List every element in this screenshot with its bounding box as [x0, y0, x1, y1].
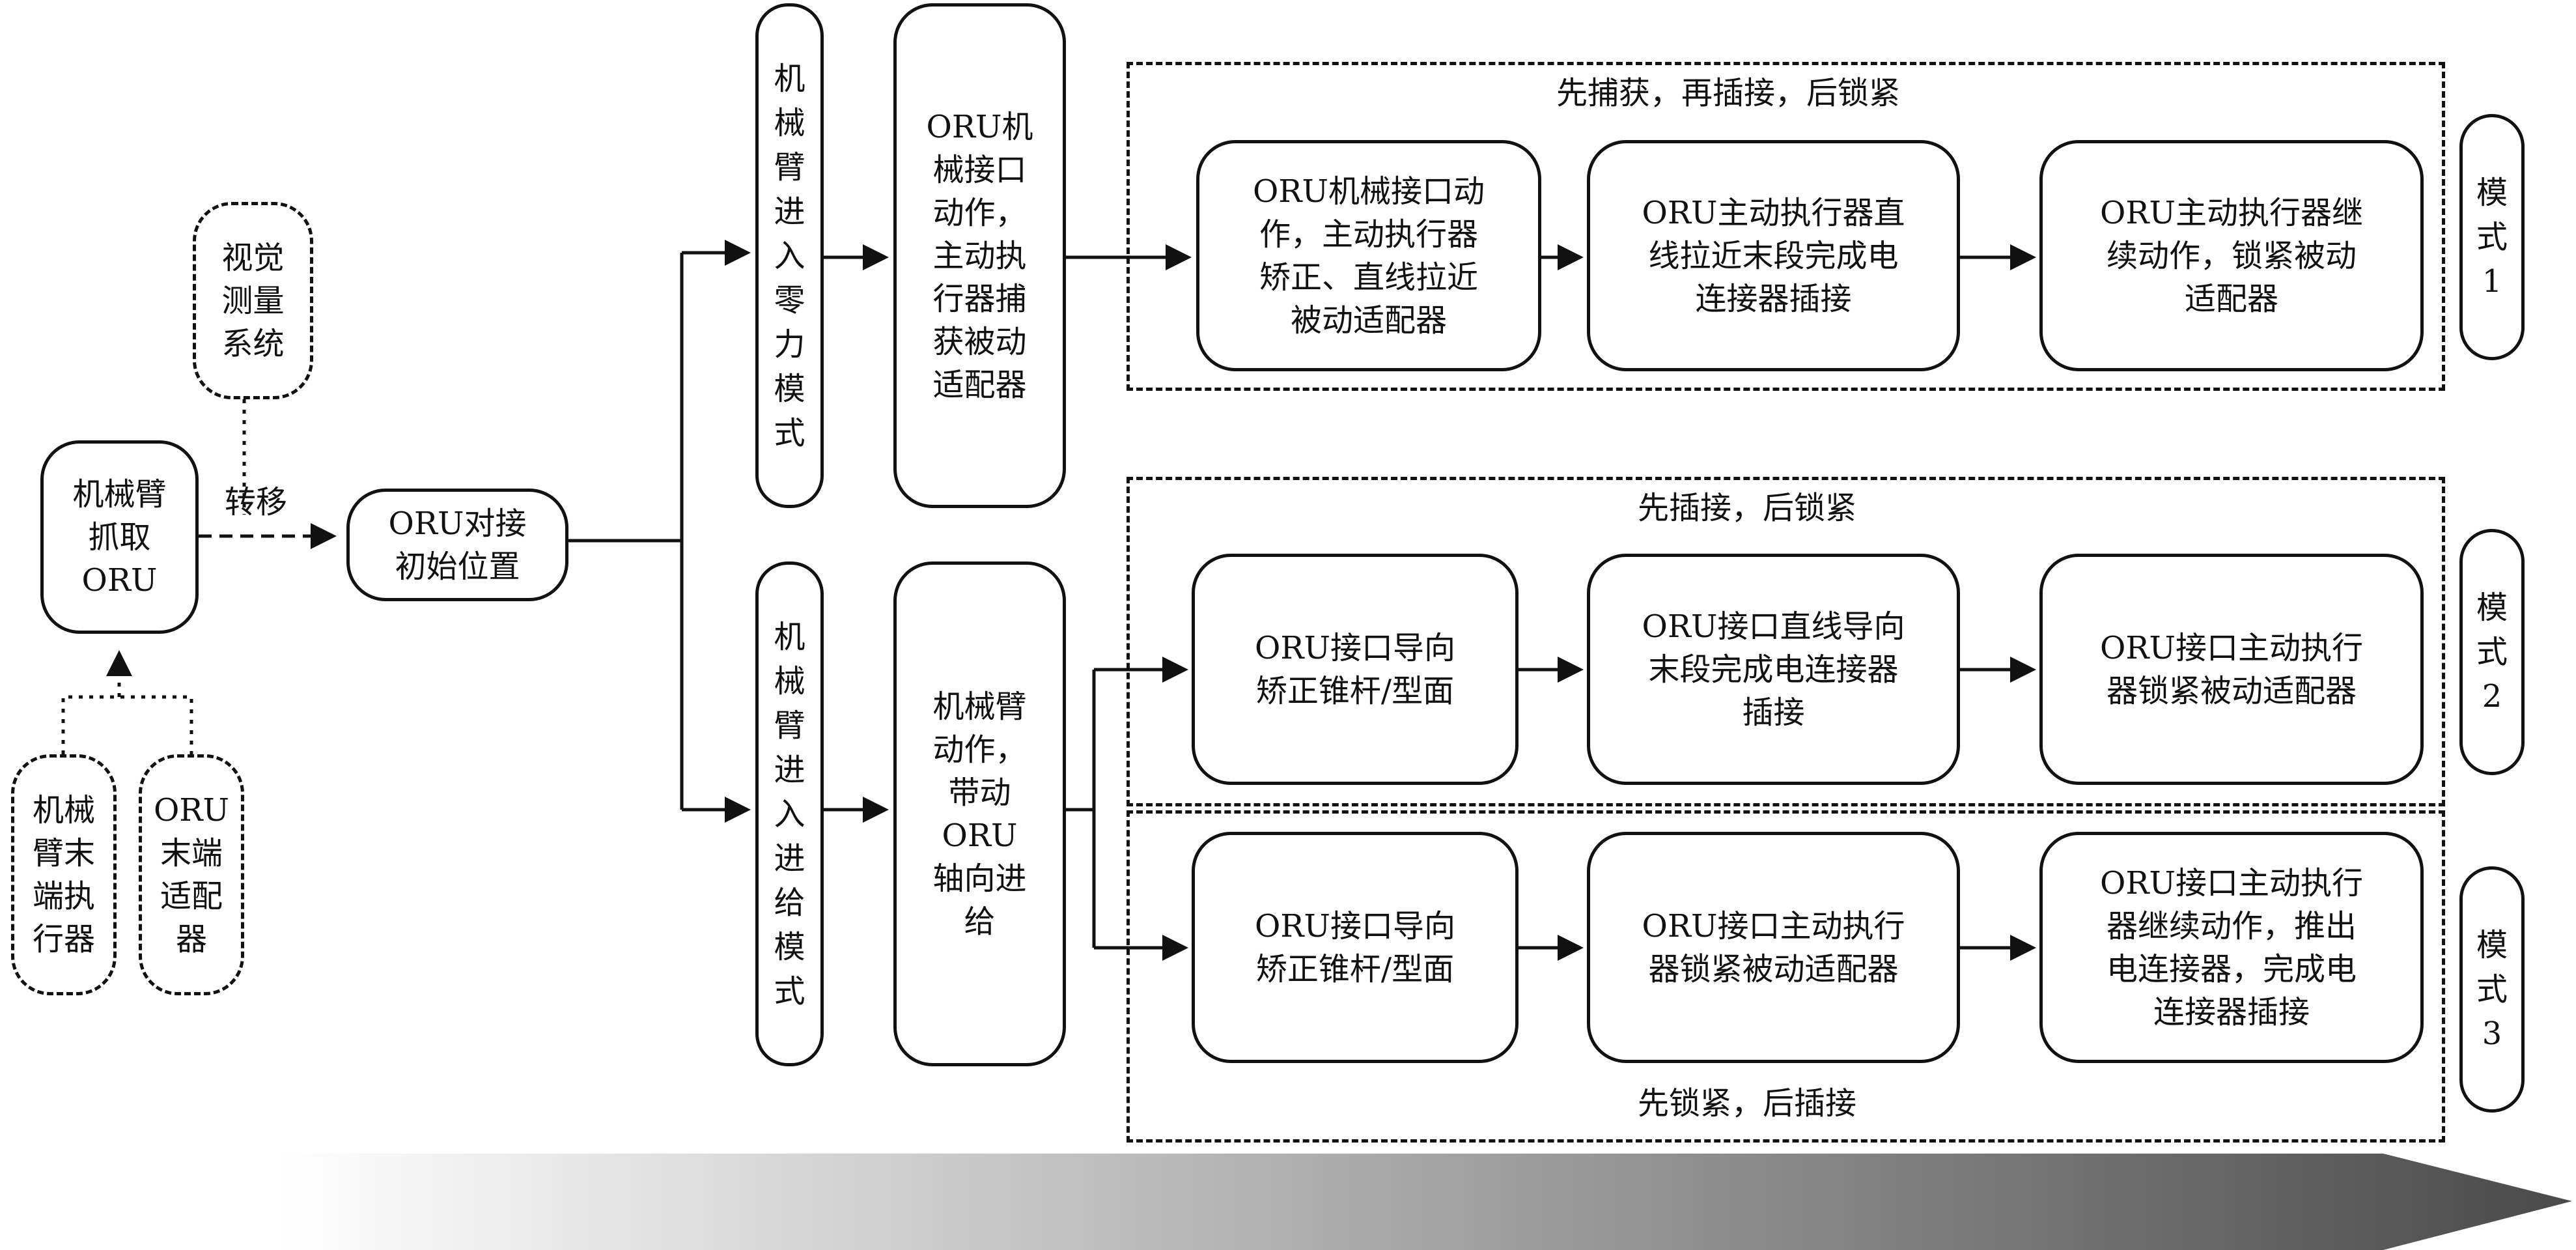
vision-measurement-node: 视觉 测量 系统	[193, 202, 313, 399]
mode3-group-frame	[1127, 810, 2445, 1143]
mode1-group-frame	[1127, 62, 2445, 391]
mode2-step1-node: ORU接口导向 矫正锥杆/型面	[1192, 554, 1519, 785]
dotted-link-end-effector	[61, 695, 193, 754]
group2-caption: 先插接，后锁紧	[1638, 490, 1857, 526]
oru-mech-capture-node: ORU机 械接口 动作， 主动执 行器捕 获被动 适配器	[893, 3, 1066, 508]
feed-mode-node: 机 械 臂 进 入 进 给 模 式	[755, 561, 824, 1066]
progress-band-arrow	[280, 1154, 2572, 1250]
arm-axial-feed-node: 机械臂 动作， 带动 ORU 轴向进 给	[893, 561, 1066, 1066]
mode2-step3-node: ORU接口主动执行 器锁紧被动适配器	[2039, 554, 2424, 785]
mode2-group-frame	[1127, 477, 2445, 806]
mode1-step2-node: ORU主动执行器直 线拉近末段完成电 连接器插接	[1587, 140, 1960, 371]
transfer-label: 转移	[225, 484, 288, 520]
mode3-step1-node: ORU接口导向 矫正锥杆/型面	[1192, 832, 1519, 1063]
zero-force-mode-node: 机 械 臂 进 入 零 力 模 式	[755, 3, 824, 508]
mode1-tag: 模 式 1	[2459, 114, 2525, 360]
mode3-tag: 模 式 3	[2459, 866, 2525, 1113]
group3-caption: 先锁紧，后插接	[1638, 1085, 1857, 1122]
mode1-step3-node: ORU主动执行器继 续动作，锁紧被动 适配器	[2039, 140, 2424, 371]
docking-initial-position-node: ORU对接 初始位置	[346, 489, 568, 601]
mode2-step2-node: ORU接口直线导向 末段完成电连接器 插接	[1587, 554, 1960, 785]
grab-oru-node: 机械臂 抓取 ORU	[40, 440, 199, 634]
arm-end-effector-node: 机械 臂末 端执 行器	[11, 754, 117, 995]
mode3-step2-node: ORU接口主动执行 器锁紧被动适配器	[1587, 832, 1960, 1063]
mode3-step3-node: ORU接口主动执行 器继续动作，推出 电连接器，完成电 连接器插接	[2039, 832, 2424, 1063]
mode1-step1-node: ORU机械接口动 作，主动执行器 矫正、直线拉近 被动适配器	[1196, 140, 1541, 371]
group1-caption: 先捕获，再插接，后锁紧	[1556, 75, 1901, 111]
oru-end-adapter-node: ORU 末端 适配 器	[139, 754, 244, 995]
split-line-axial	[1066, 670, 1096, 948]
mode2-tag: 模 式 2	[2459, 529, 2525, 775]
branch-line-main	[568, 253, 684, 810]
